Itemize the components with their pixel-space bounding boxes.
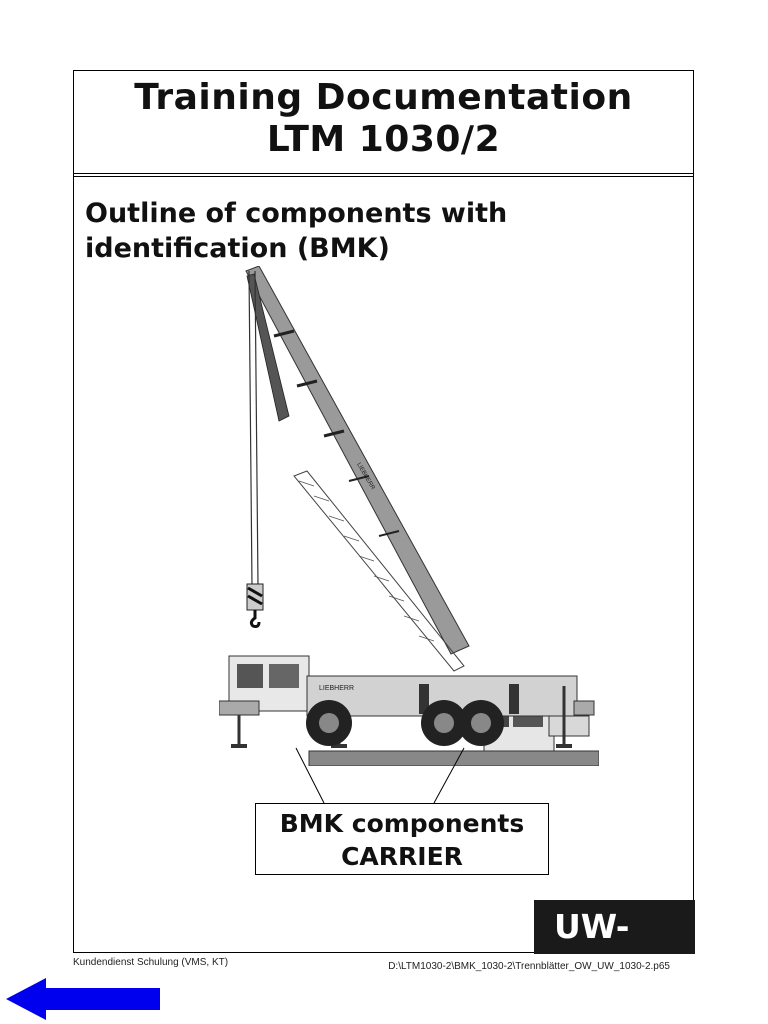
hoist-cable-right xyxy=(254,270,259,587)
section-heading-line-2: identification (BMK) xyxy=(85,233,390,264)
crane-illustration: LIEBHERR xyxy=(245,266,599,766)
footer-author: Kundendienst Schulung (VMS, KT) xyxy=(73,957,229,968)
callout-leaders xyxy=(295,747,465,804)
left-arrow-icon[interactable] xyxy=(6,978,162,1020)
bmk-callout-box: BMK components CARRIER xyxy=(255,803,549,875)
crane-boom xyxy=(245,266,470,655)
callout-line-1: BMK components xyxy=(279,809,525,838)
model-title: LTM 1030/2 xyxy=(266,119,501,160)
hoist-cable-left xyxy=(248,270,253,587)
callout-line-2: CARRIER xyxy=(341,842,463,871)
document-frame: Training Documentation LTM 1030/2 Outlin… xyxy=(73,70,695,954)
lattice-jib xyxy=(293,470,465,672)
document-title: Training Documentation xyxy=(134,77,633,118)
carrier-brand-label: LIEBHERR xyxy=(319,685,354,692)
carrier-illustration: LIEBHERR xyxy=(219,655,595,748)
title-block: Training Documentation LTM 1030/2 xyxy=(74,71,693,177)
section-tag: UW- xyxy=(534,900,695,954)
hook xyxy=(249,610,261,628)
carrier-chassis xyxy=(308,750,599,766)
section-heading: Outline of components with identificatio… xyxy=(85,196,645,266)
section-heading-line-1: Outline of components with xyxy=(85,198,508,229)
footer-file-path: D:\LTM1030-2\BMK_1030-2\Trennblätter_OW_… xyxy=(388,961,670,972)
